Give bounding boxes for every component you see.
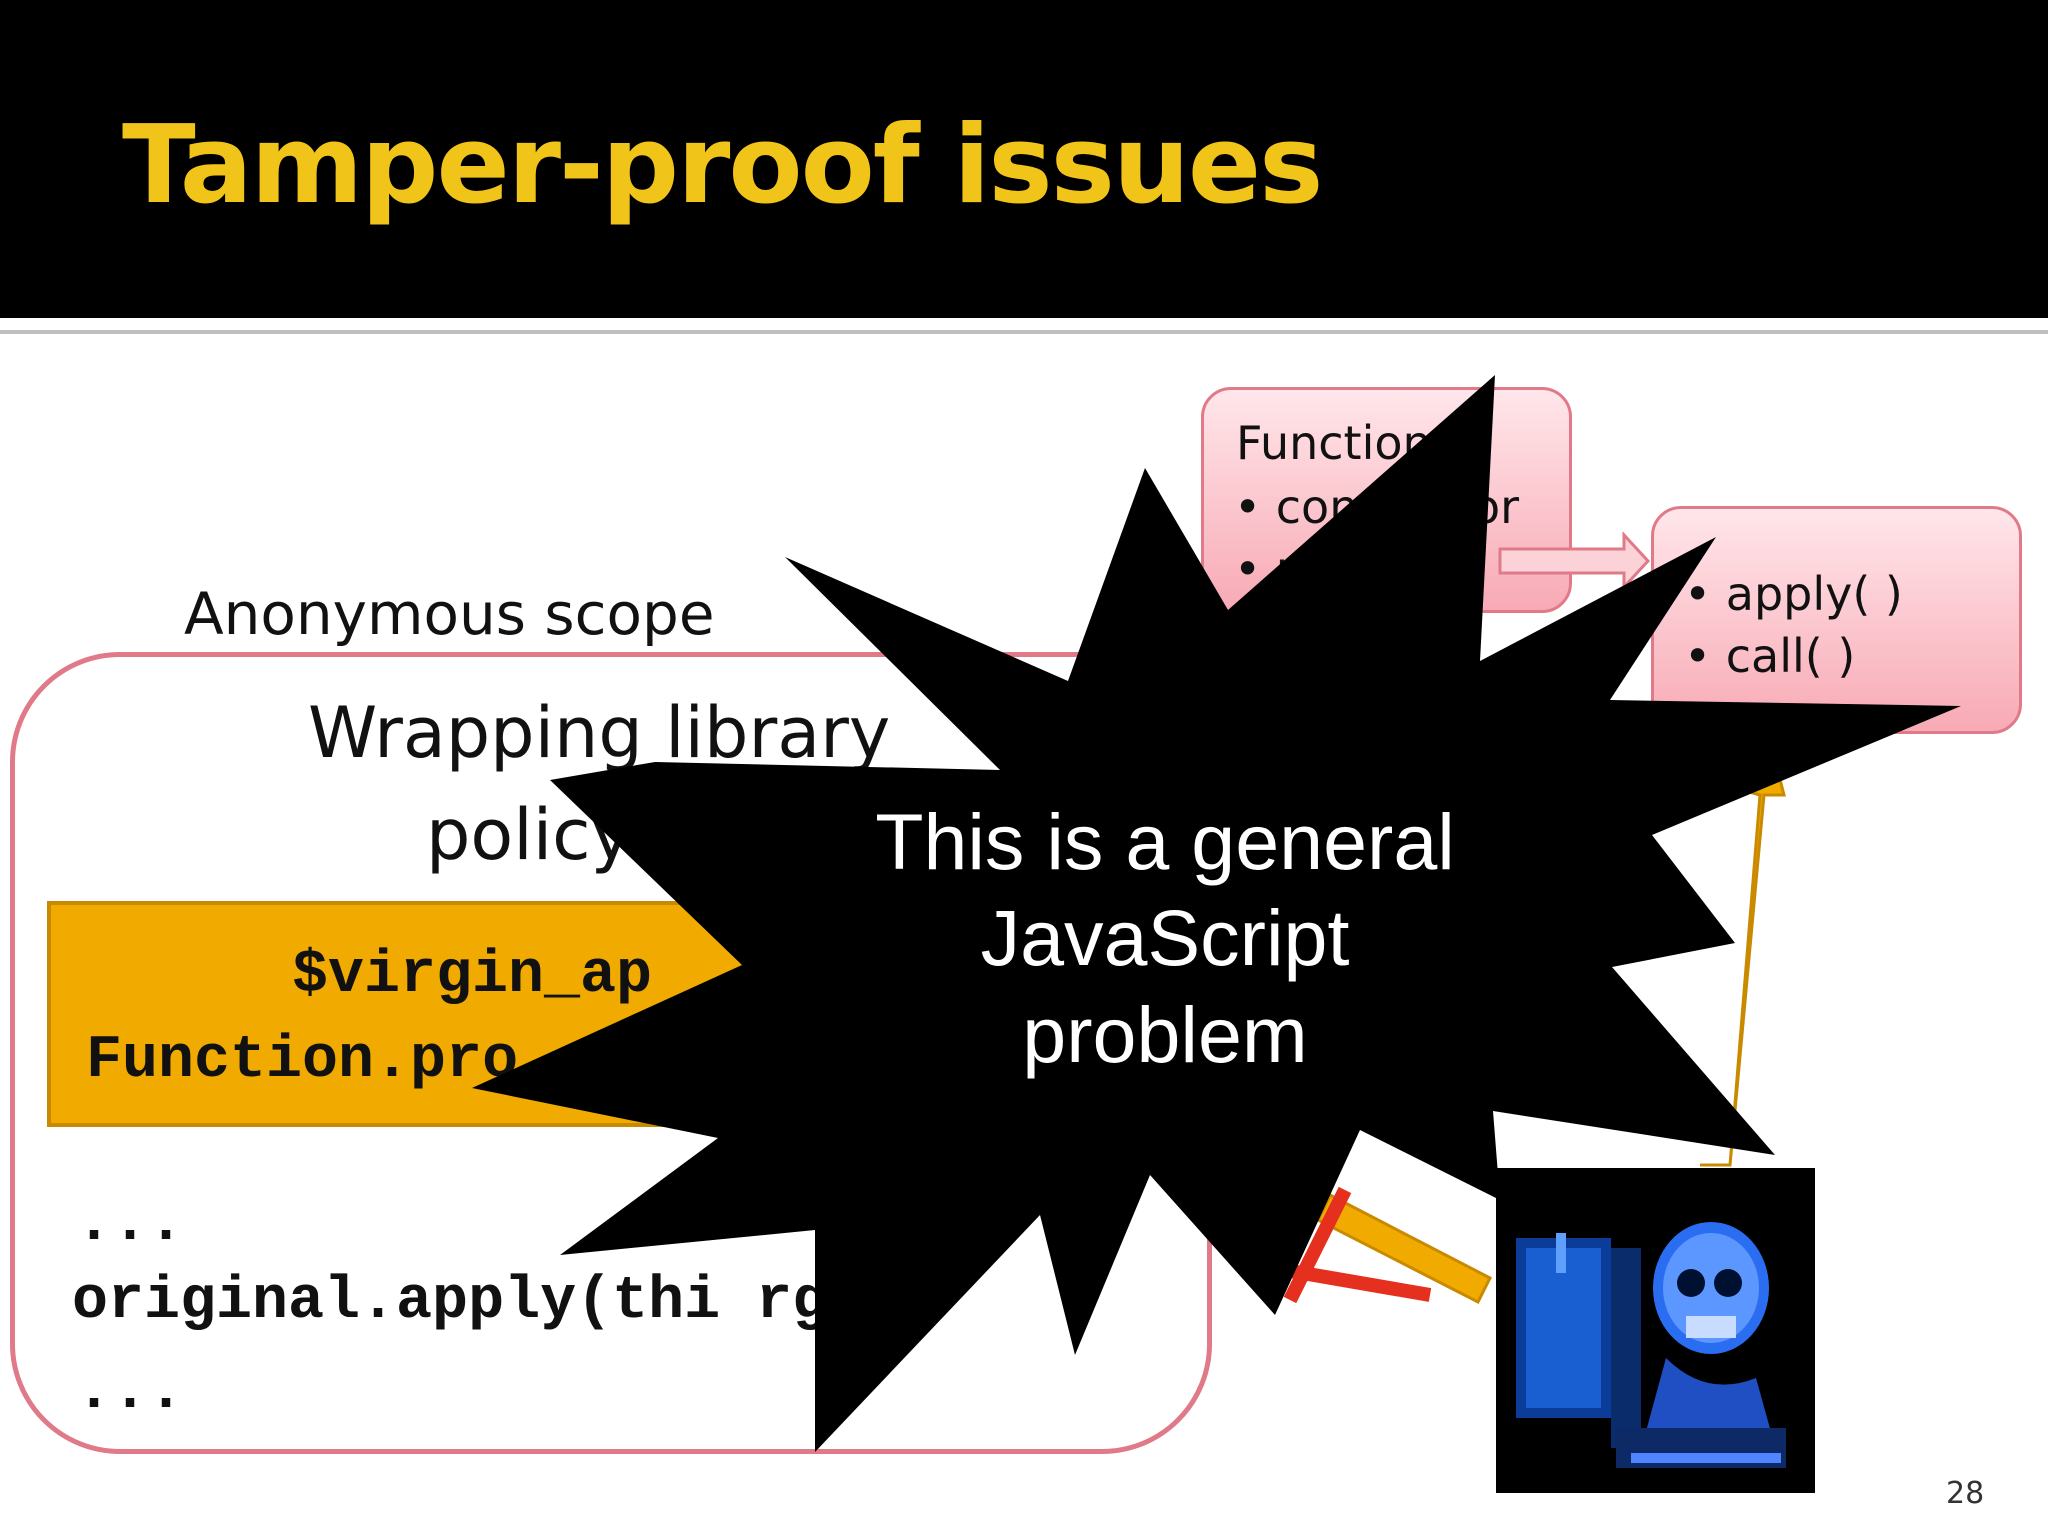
starburst-shape bbox=[472, 375, 1961, 1452]
apply-item: apply( ) bbox=[1725, 567, 1903, 621]
call-item: call( ) bbox=[1725, 629, 1856, 683]
starburst-text-line-2: JavaScript bbox=[980, 893, 1350, 982]
code-ellipsis-top: ... bbox=[76, 1190, 185, 1258]
red-cross-line-2 bbox=[1283, 1186, 1352, 1304]
starburst-text-line-3: problem bbox=[1022, 990, 1308, 1079]
title-bar bbox=[0, 0, 2048, 318]
code-ellipsis-bottom: ... bbox=[76, 1358, 185, 1426]
slide-title: Tamper-proof issues bbox=[122, 103, 1323, 228]
title-divider bbox=[0, 330, 2048, 334]
hacker-skeleton-image bbox=[1496, 1168, 1815, 1493]
anonymous-scope-label: Anonymous scope bbox=[184, 580, 715, 648]
starburst-text-line-1: This is a general bbox=[875, 797, 1455, 886]
apply-box-bullet-2: • call( ) bbox=[1684, 629, 1856, 683]
code-line-virgin: $virgin_ap bbox=[292, 942, 653, 1010]
apply-box-bullet-1: • apply( ) bbox=[1684, 567, 1903, 621]
code-line-function-prototype: Function.pro bbox=[86, 1027, 519, 1095]
page-number: 28 bbox=[1946, 1476, 1985, 1511]
hacker-skeleton-icon bbox=[1496, 1168, 1815, 1493]
wrapping-library-text: Wrapping library bbox=[308, 692, 891, 774]
apply-call-box: • apply( ) • call( ) bbox=[1651, 506, 2022, 734]
pink-arrow-right bbox=[1498, 531, 1651, 591]
code-line-original-apply: original.apply(thi rg , bbox=[72, 1268, 901, 1336]
